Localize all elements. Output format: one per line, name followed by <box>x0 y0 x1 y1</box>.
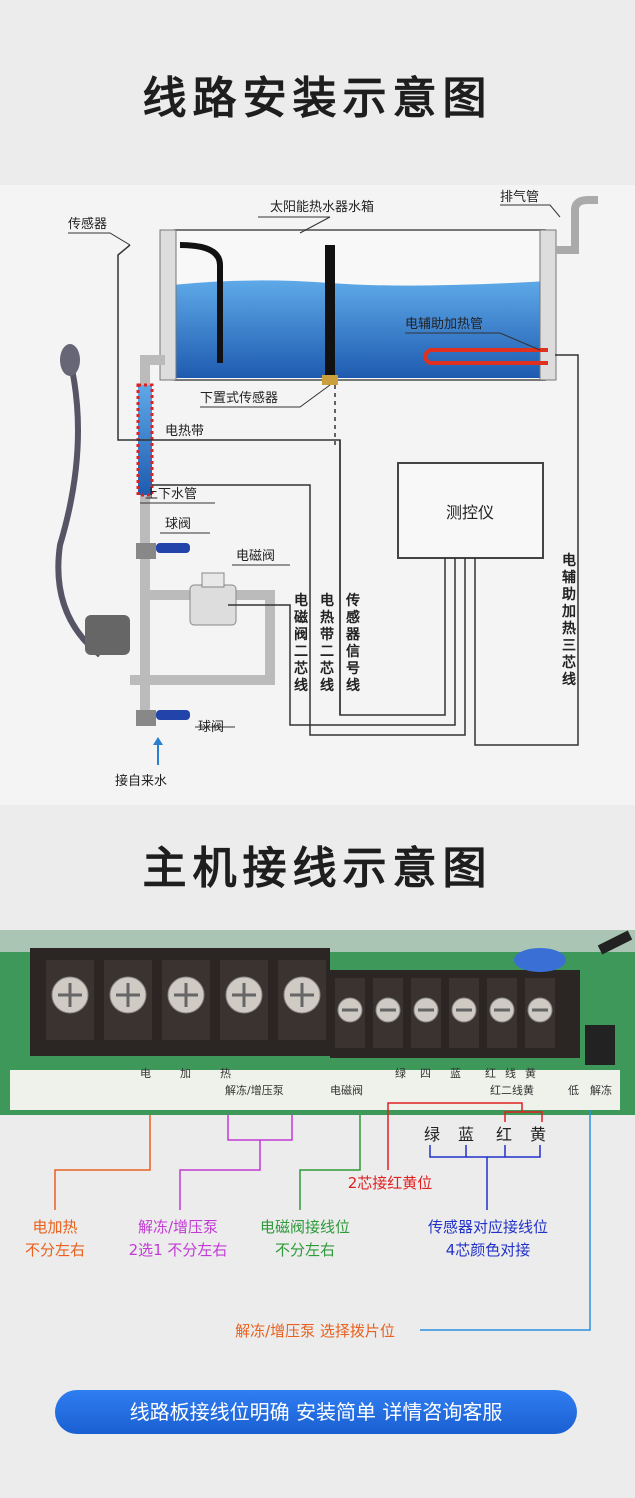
board-label: 红二线黄 <box>490 1083 534 1097</box>
shower-icon <box>55 344 130 658</box>
wire-color-green: 绿 <box>424 1125 440 1144</box>
svg-text:电热带二芯线: 电热带二芯线 <box>320 592 334 694</box>
svg-text:2选1 不分左右: 2选1 不分左右 <box>129 1241 228 1259</box>
svg-text:电磁阀: 电磁阀 <box>236 549 275 564</box>
svg-text:电热带: 电热带 <box>165 424 204 439</box>
svg-text:测控仪: 测控仪 <box>446 503 494 522</box>
board-label: 绿 <box>395 1066 406 1080</box>
svg-text:不分左右: 不分左右 <box>25 1241 85 1259</box>
svg-text:解冻/增压泵: 解冻/增压泵 <box>138 1218 218 1236</box>
svg-text:电磁阀接线位: 电磁阀接线位 <box>260 1218 350 1236</box>
terminal-board: 电 加 热解冻/增压泵 电磁阀 绿 四 蓝 红线黄红二线黄 低解冻 <box>0 930 635 1115</box>
board-label: 低 <box>568 1084 579 1097</box>
callouts: 绿 蓝 红 黄 2芯接红黄位 电加热 不分左右 解冻/增压泵 2选1 不分左右 … <box>25 1102 591 1340</box>
svg-text:电辅助加热三芯线: 电辅助加热三芯线 <box>561 552 576 688</box>
board-label: 蓝 <box>450 1067 461 1080</box>
svg-text:电加热: 电加热 <box>32 1218 77 1236</box>
vertical-wire-labels: 电磁阀二芯线 电热带二芯线 传感器信号线 电辅助加热三芯线 <box>294 552 576 694</box>
ball-valve-1 <box>136 543 190 559</box>
board-label: 红 <box>485 1067 496 1080</box>
board-label: 热 <box>220 1067 231 1080</box>
svg-text:球阀: 球阀 <box>165 517 191 532</box>
svg-text:球阀: 球阀 <box>198 720 224 735</box>
svg-text:传感器信号线: 传感器信号线 <box>345 592 361 694</box>
board-label: 加 <box>180 1067 191 1080</box>
svg-text:传感器对应接线位: 传感器对应接线位 <box>428 1218 548 1236</box>
board-label: 电磁阀 <box>330 1083 363 1097</box>
svg-text:电磁阀二芯线: 电磁阀二芯线 <box>294 592 308 694</box>
vent-pipe <box>555 196 598 254</box>
board-label: 黄 <box>525 1066 536 1080</box>
wire-color-blue: 蓝 <box>458 1125 474 1144</box>
host-title: 主机接线示意图 <box>142 843 493 894</box>
svg-text:电辅助加热管: 电辅助加热管 <box>405 317 483 332</box>
svg-text:接自来水: 接自来水 <box>115 773 167 789</box>
wire-color-red: 红 <box>496 1125 512 1144</box>
ball-valve-2 <box>136 710 190 726</box>
board-label: 解冻 <box>590 1083 612 1097</box>
wire-color-yellow: 黄 <box>530 1125 546 1144</box>
svg-text:4芯颜色对接: 4芯颜色对接 <box>446 1241 531 1259</box>
controller-box: 测控仪 <box>397 462 544 559</box>
svg-text:上下水管: 上下水管 <box>145 487 197 502</box>
svg-text:太阳能热水器水箱: 太阳能热水器水箱 <box>270 199 374 215</box>
water-tank <box>159 229 557 385</box>
svg-text:不分左右: 不分左右 <box>275 1241 335 1259</box>
board-label: 线 <box>505 1066 516 1080</box>
board-label: 电 <box>140 1067 151 1080</box>
svg-text:解冻/增压泵 选择拨片位: 解冻/增压泵 选择拨片位 <box>235 1322 395 1340</box>
wiring-title: 线路安装示意图 <box>142 73 493 124</box>
info-banner: 线路板接线位明确 安装简单 详情咨询客服 <box>55 1390 577 1434</box>
board-label: 四 <box>420 1067 431 1080</box>
svg-text:排气管: 排气管 <box>500 189 539 205</box>
svg-text:2芯接红黄位: 2芯接红黄位 <box>348 1174 433 1192</box>
wiring-diagram: 测控仪 太阳能热水器水箱 排气管 传感器 电辅助加热管 下置式传感器 电热带 上… <box>0 185 635 805</box>
svg-text:传感器: 传感器 <box>68 216 107 232</box>
svg-text:下置式传感器: 下置式传感器 <box>200 390 278 406</box>
board-label: 解冻/增压泵 <box>225 1083 284 1097</box>
